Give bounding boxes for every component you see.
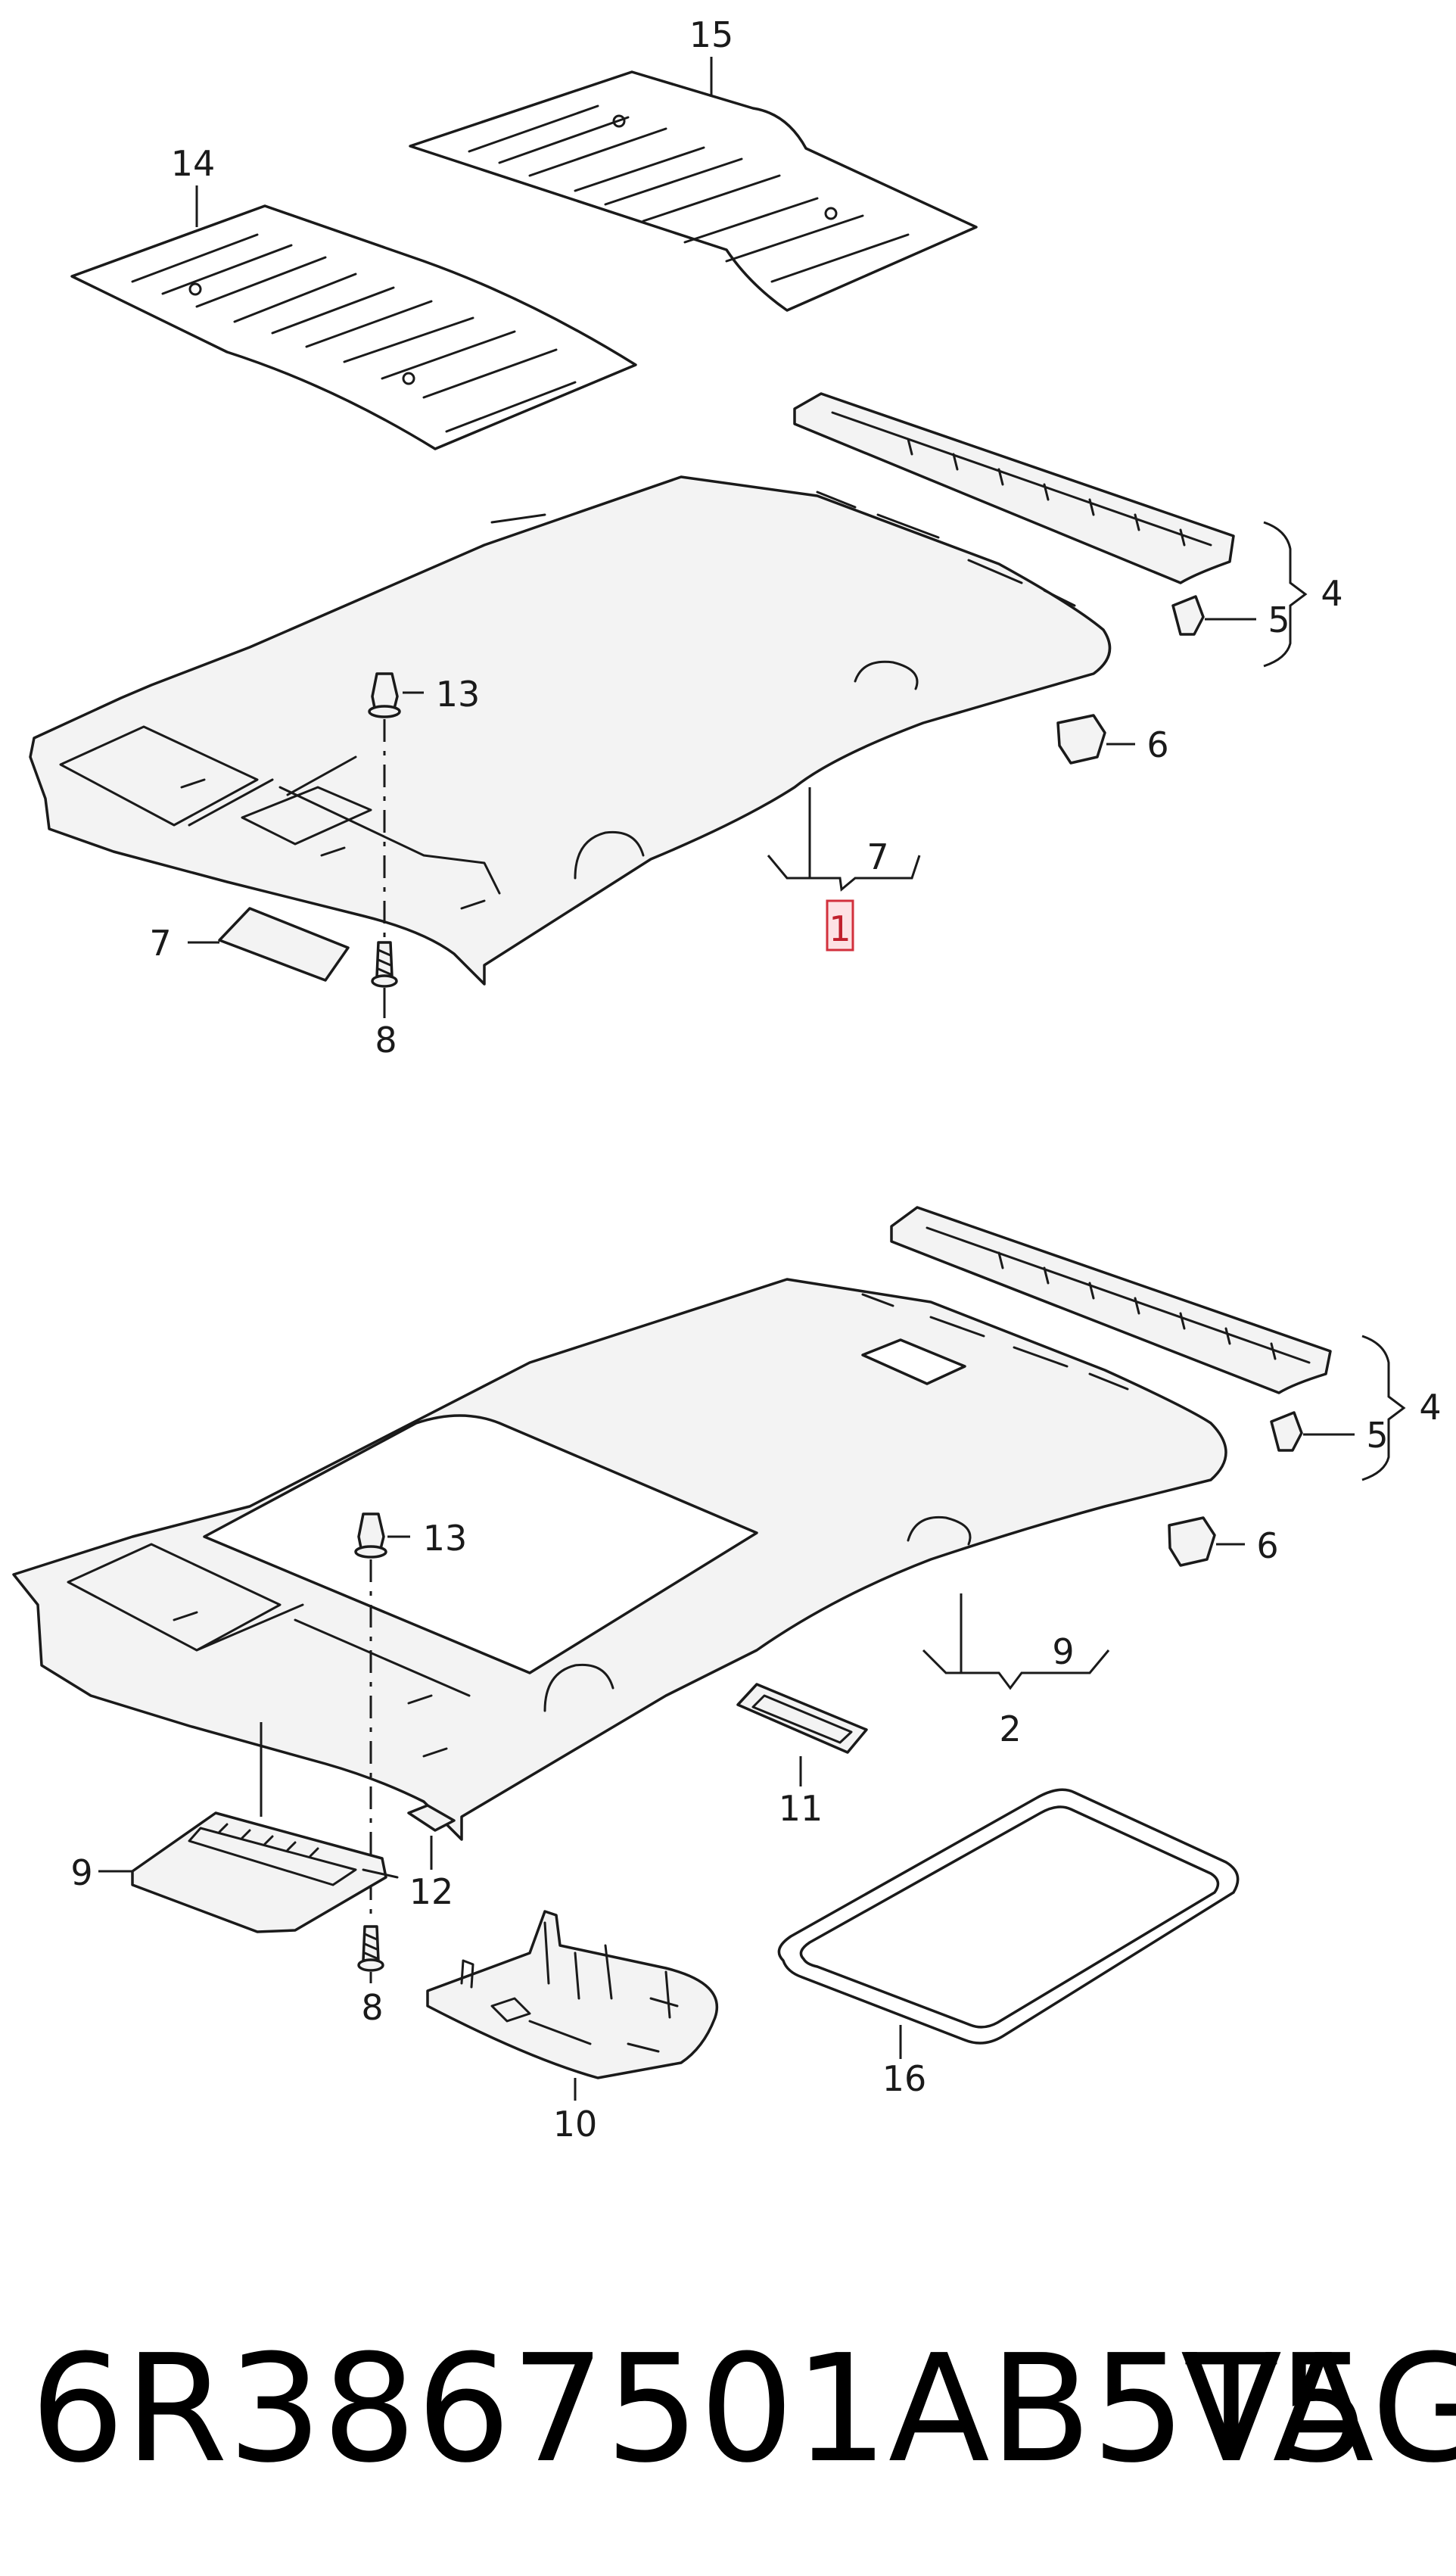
bracket-4-top [1263, 521, 1308, 668]
callout-13-bottom: 13 [423, 1518, 468, 1559]
callout-12: 12 [409, 1871, 454, 1912]
retainer-6-bottom [1168, 1516, 1216, 1567]
brand-label: VAG [1181, 2323, 1456, 2496]
callout-14: 14 [171, 143, 216, 184]
insulation-panel-15 [409, 70, 978, 312]
callout-6-bottom: 6 [1256, 1525, 1278, 1566]
rear-trim-strip-top [793, 392, 1235, 584]
headliner-1 [29, 475, 1112, 986]
callout-7-right: 7 [866, 836, 888, 877]
callout-9-left: 9 [70, 1852, 92, 1893]
callout-8-top: 8 [375, 1020, 397, 1061]
callout-9-right: 9 [1052, 1631, 1074, 1672]
part-number-label: 6R3867501AB5T5 [30, 2323, 1370, 2496]
sunroof-seal-16 [777, 1788, 1240, 2045]
retainer-6-top [1056, 714, 1106, 765]
callout-5-top: 5 [1268, 600, 1290, 640]
mount-9 [131, 1811, 399, 1933]
callout-15: 15 [689, 14, 734, 55]
pad-7-left [218, 907, 350, 982]
callout-2: 2 [999, 1709, 1021, 1749]
clip-5-top [1171, 595, 1205, 636]
rivet-13-bottom [354, 1512, 387, 1559]
rear-trim-strip-bottom [890, 1206, 1332, 1394]
bracket-1 [767, 855, 921, 892]
screw-8-bottom [357, 1925, 384, 1972]
callout-7-left: 7 [149, 923, 171, 964]
callout-4-top: 4 [1321, 573, 1342, 614]
pad-12 [407, 1804, 456, 1832]
callout-10: 10 [553, 2104, 598, 2145]
pad-11 [736, 1683, 868, 1754]
bracket-4-bottom [1361, 1335, 1406, 1481]
screw-8-top [371, 941, 398, 988]
callout-13-top: 13 [436, 674, 481, 715]
callout-5-bottom: 5 [1366, 1415, 1388, 1456]
callout-1: 1 [829, 908, 851, 949]
callout-6-top: 6 [1146, 724, 1168, 765]
insulation-panel-14 [70, 204, 637, 450]
bracket-2 [922, 1649, 1110, 1690]
roof-console-10 [426, 1910, 719, 2079]
headliner-2 [12, 1278, 1227, 1841]
clip-5-bottom [1270, 1411, 1303, 1452]
callout-4-bottom: 4 [1419, 1387, 1441, 1428]
callout-8-bottom: 8 [361, 1987, 383, 2028]
highlight-part-1 [826, 899, 854, 952]
callout-11: 11 [779, 1788, 823, 1829]
callout-16: 16 [882, 2058, 927, 2099]
rivet-13-top [368, 672, 401, 718]
